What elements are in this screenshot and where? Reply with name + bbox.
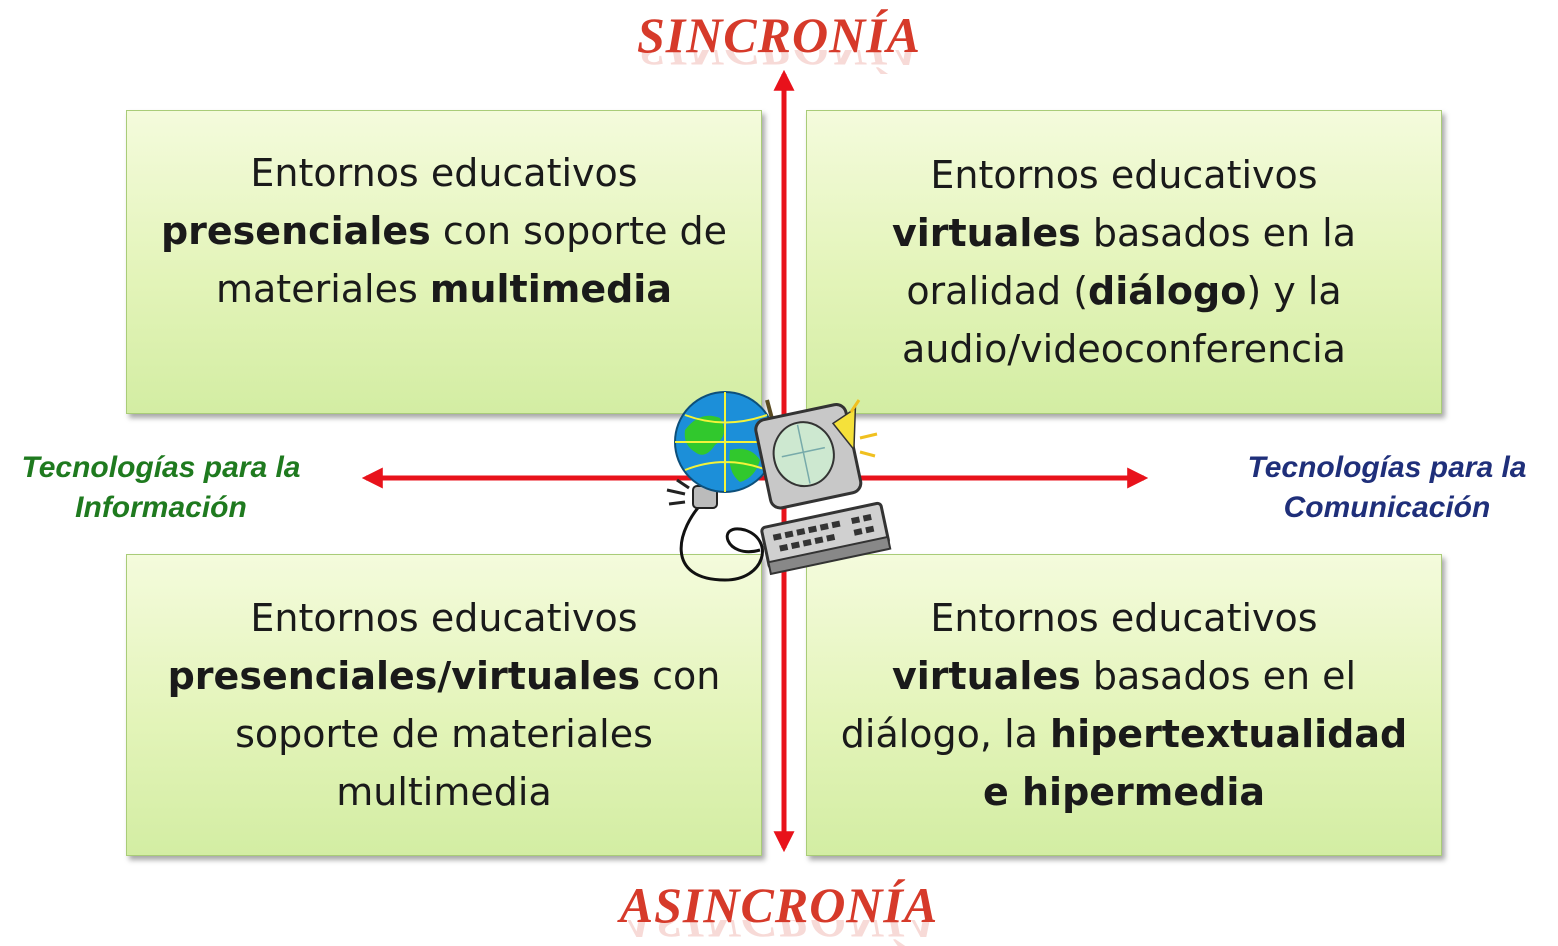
q3-line1: Entornos educativos xyxy=(250,596,638,640)
q1-con-soporte: con soporte de xyxy=(430,209,728,253)
quadrant-bottom-left-text: Entornos educativos presenciales/virtual… xyxy=(168,589,721,821)
left-label-line1: Tecnologías para la xyxy=(21,451,301,484)
q2-audio: audio/videoconferencia xyxy=(902,327,1346,371)
q2-oralidad: oralidad ( xyxy=(906,269,1089,313)
q1-multimedia: multimedia xyxy=(429,267,672,311)
right-label-line2: Comunicación xyxy=(1283,491,1491,524)
q4-basados: basados en el xyxy=(1080,654,1357,698)
globe-computer-clipart-icon xyxy=(666,391,892,582)
q1-line1: Entornos educativos xyxy=(250,151,638,195)
axis-label-sincronia: SINCRONÍA xyxy=(636,7,922,63)
q3-soporte: soporte de materiales xyxy=(235,712,653,756)
q3-multimedia: multimedia xyxy=(336,770,552,814)
q4-virtuales: virtuales xyxy=(891,654,1081,698)
quadrant-bottom-right-text: Entornos educativos virtuales basados en… xyxy=(841,589,1407,821)
q4-hipertextualidad: hipertextualidad xyxy=(1050,712,1408,756)
globe-icon xyxy=(674,391,778,493)
axis-label-informacion: Tecnologías para la Información xyxy=(6,448,316,528)
keyboard-icon xyxy=(760,501,892,576)
axis-label-asincronia: ASINCRONÍA xyxy=(619,877,939,933)
q2-dialogo: diálogo xyxy=(1088,269,1247,313)
spark-lines-icon xyxy=(666,478,690,506)
quadrant-top-left-text: Entornos educativos presenciales con sop… xyxy=(161,144,727,318)
quadrant-bottom-left: Entornos educativos presenciales/virtual… xyxy=(126,554,762,856)
left-label-line2: Información xyxy=(75,491,247,524)
q2-basados: basados en la xyxy=(1080,211,1356,255)
monitor-icon xyxy=(754,403,863,510)
q3-con: con xyxy=(640,654,721,698)
q2-line1: Entornos educativos xyxy=(930,153,1318,197)
q1-materiales: materiales xyxy=(216,267,430,311)
power-cord-icon xyxy=(679,498,764,582)
axis-label-comunicacion: Tecnologías para la Comunicación xyxy=(1230,448,1544,528)
q3-presenciales-virtuales: presenciales/virtuales xyxy=(167,654,641,698)
quadrant-top-left: Entornos educativos presenciales con sop… xyxy=(126,110,762,414)
q1-presenciales: presenciales xyxy=(160,209,431,253)
q4-hipermedia: e hipermedia xyxy=(982,770,1266,814)
q2-y-la: ) y la xyxy=(1246,269,1342,313)
q4-dialogo-la: diálogo, la xyxy=(840,712,1051,756)
quadrant-bottom-right: Entornos educativos virtuales basados en… xyxy=(806,554,1442,856)
quadrant-top-right: Entornos educativos virtuales basados en… xyxy=(806,110,1442,414)
q4-line1: Entornos educativos xyxy=(930,596,1318,640)
right-label-line1: Tecnologías para la xyxy=(1247,451,1527,484)
q2-virtuales: virtuales xyxy=(891,211,1081,255)
quadrant-top-right-text: Entornos educativos virtuales basados en… xyxy=(892,146,1356,378)
